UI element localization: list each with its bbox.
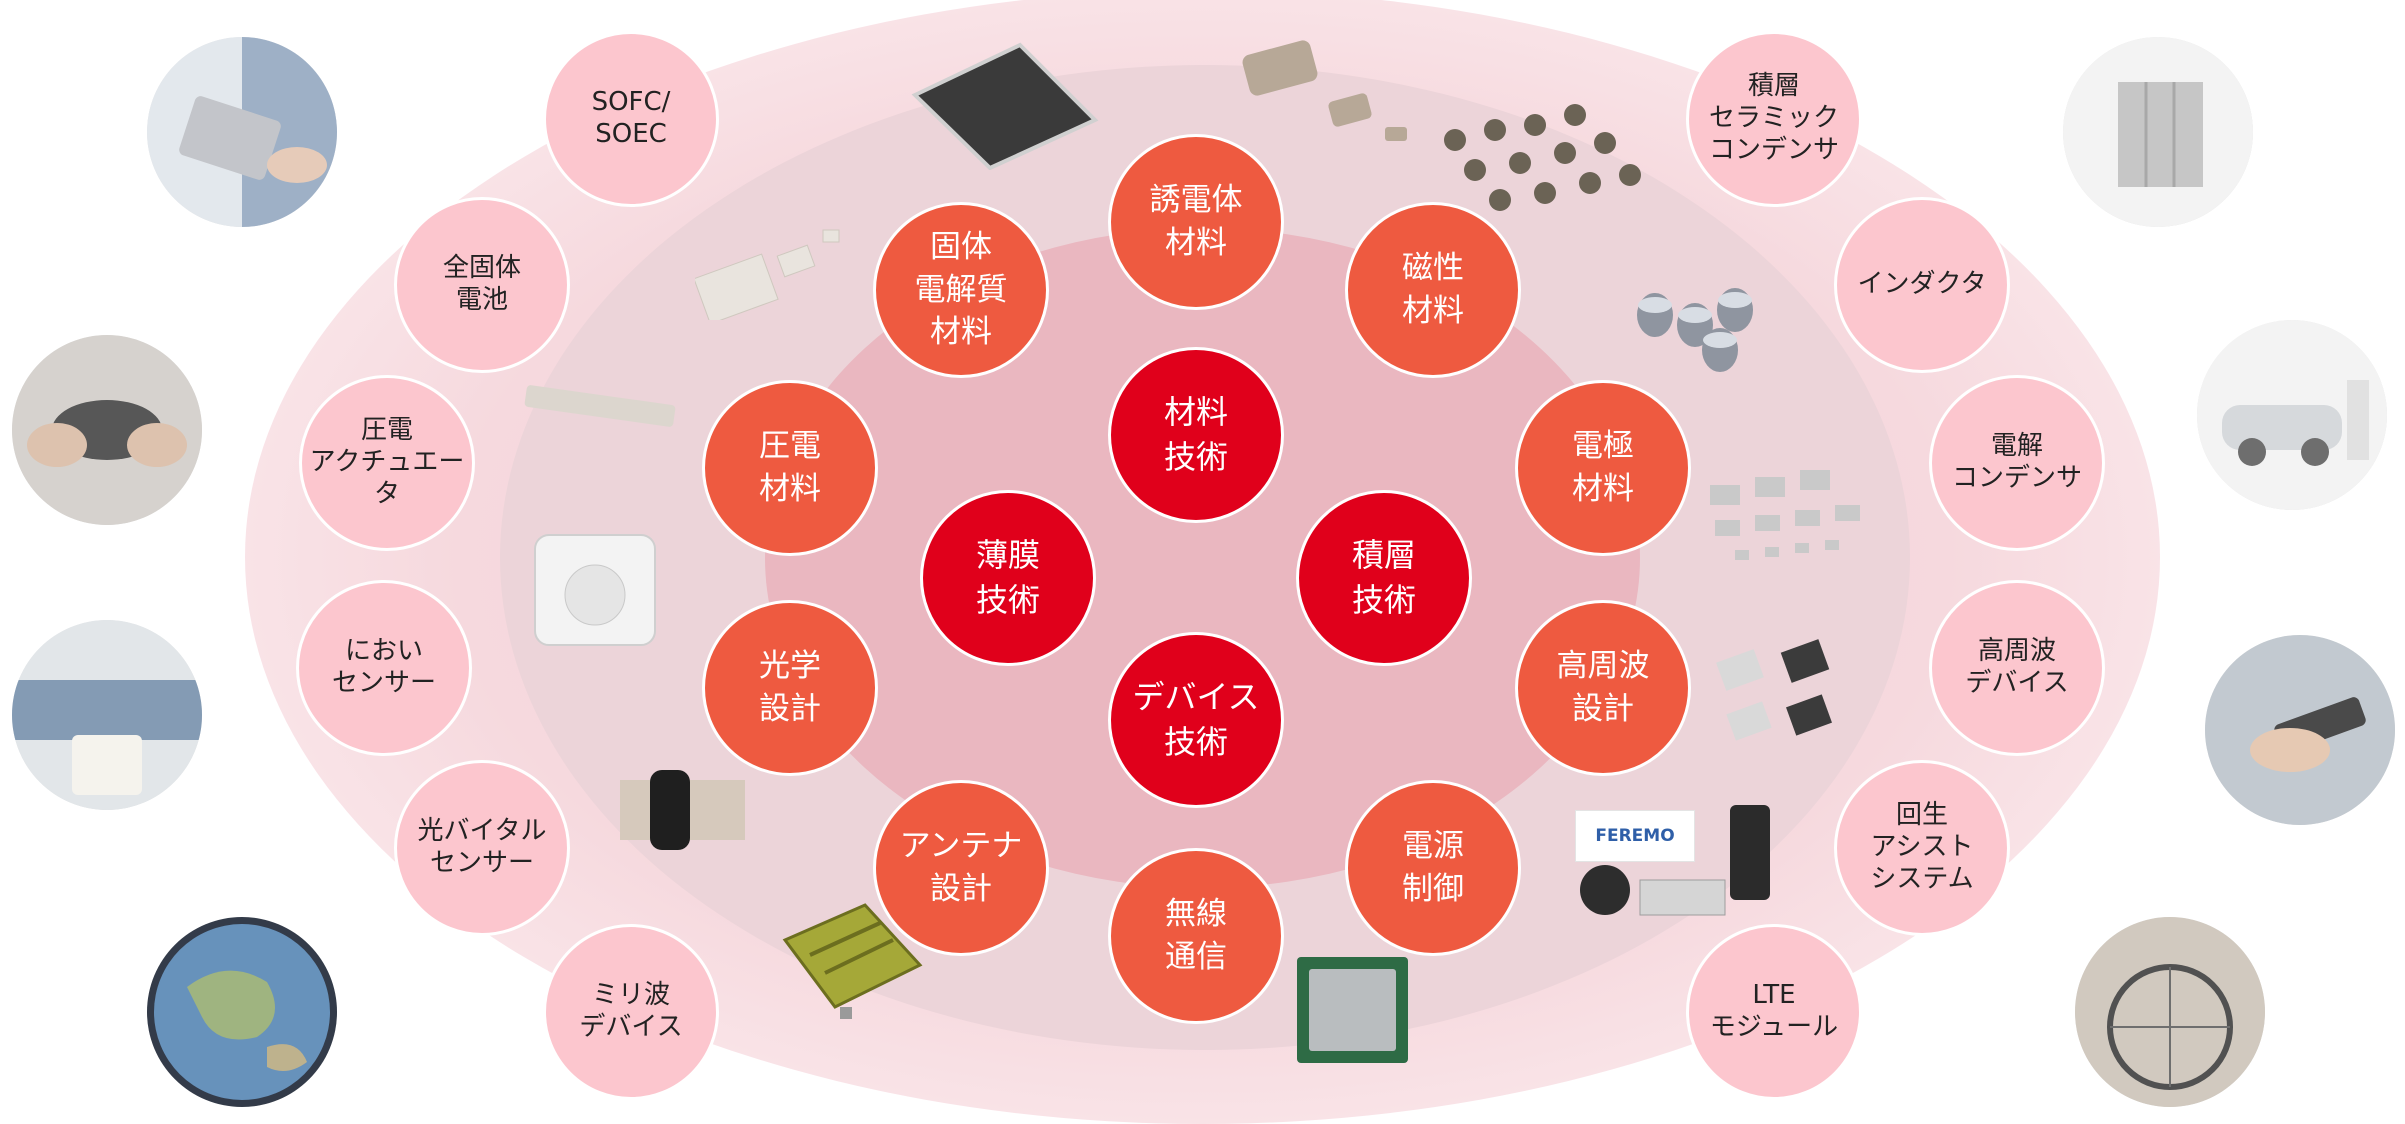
server-rack-photo [2063, 37, 2253, 227]
app-node-regen-assist: 回生 アシスト システム [1834, 760, 2010, 936]
solid-battery-product [695, 229, 840, 320]
smartphone-photo [2205, 635, 2395, 825]
sofc-plate-product [911, 42, 1099, 170]
hf-device-products [1716, 639, 1832, 741]
feremo-logo: FEREMO [1575, 810, 1695, 862]
mid-node-optical: 光学 設計 [702, 600, 878, 776]
blood-pressure-photo [12, 620, 202, 810]
mid-node-solid-electrolyte: 固体 電解質 材料 [873, 202, 1049, 378]
app-node-odor-sensor: におい センサー [296, 580, 472, 756]
app-node-inductor: インダクタ [1834, 197, 2010, 373]
mid-node-power-control: 電源 制御 [1345, 780, 1521, 956]
mlcc-chip-products [1242, 40, 1641, 211]
app-node-mmwave: ミリ波 デバイス [543, 924, 719, 1100]
mid-node-piezo: 圧電 材料 [702, 380, 878, 556]
core-node-material-tech: 材料 技術 [1108, 347, 1284, 523]
core-node-multilayer-tech: 積層 技術 [1296, 490, 1472, 666]
app-node-sofc: SOFC/ SOEC [543, 31, 719, 207]
inductor-chip-products [1710, 470, 1860, 560]
earth-photo [147, 917, 337, 1107]
app-node-mlcc: 積層 セラミック コンデンサ [1686, 31, 1862, 207]
mid-node-wireless: 無線 通信 [1108, 848, 1284, 1024]
mid-node-antenna: アンテナ 設計 [873, 780, 1049, 956]
tablet-user-photo [147, 37, 337, 227]
app-node-piezo-actuator: 圧電 アクチュエータ [299, 375, 475, 551]
mid-node-magnetic: 磁性 材料 [1345, 202, 1521, 378]
electrolytic-cap-product [1637, 288, 1753, 372]
app-node-lte-module: LTE モジュール [1686, 924, 1862, 1100]
app-node-hf-device: 高周波 デバイス [1929, 580, 2105, 756]
feremo-logo-text: FEREMO [1595, 826, 1675, 846]
core-node-thin-film-tech: 薄膜 技術 [920, 490, 1096, 666]
mid-node-dielectric: 誘電体 材料 [1108, 134, 1284, 310]
core-node-device-tech: デバイス 技術 [1108, 632, 1284, 808]
odor-sensor-product [534, 534, 656, 646]
wristband-sensor-product [620, 770, 745, 850]
piezo-actuator-product [524, 385, 676, 427]
mid-node-electrode: 電極 材料 [1515, 380, 1691, 556]
regen-assist-products [1580, 805, 1770, 916]
game-controller-photo [12, 335, 202, 525]
app-node-solid-battery: 全固体 電池 [394, 197, 570, 373]
e-bike-photo [2075, 917, 2265, 1107]
app-node-vital-sensor: 光バイタル センサー [394, 760, 570, 936]
ev-charging-photo [2197, 320, 2387, 510]
mmwave-antenna-product [782, 903, 923, 1019]
app-node-electrolytic-cap: 電解 コンデンサ [1929, 375, 2105, 551]
mid-node-high-freq-design: 高周波 設計 [1515, 600, 1691, 776]
lte-module-product [1297, 957, 1408, 1063]
